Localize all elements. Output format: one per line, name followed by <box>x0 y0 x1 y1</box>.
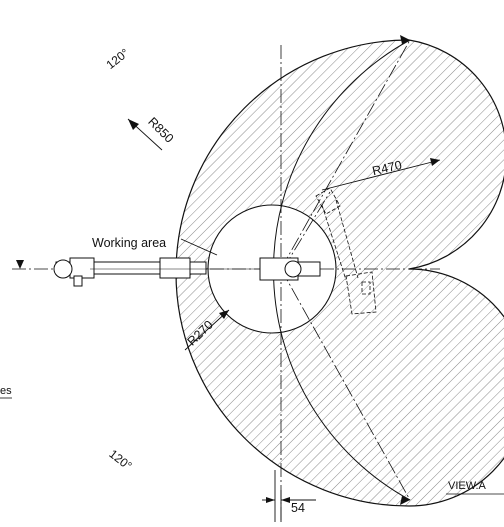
r850-arrow <box>128 119 139 130</box>
arrow-head-left <box>16 260 24 269</box>
view-label: VIEW.A <box>448 480 487 492</box>
dim-arrow-left <box>266 497 275 503</box>
working-area-label: Working area <box>92 236 166 250</box>
radius-label-r850: R850 <box>145 115 176 146</box>
arrow-head-bottom <box>400 496 410 505</box>
arrow-head-top <box>400 35 410 44</box>
robot-arm <box>53 257 321 287</box>
robot-arm-ghost <box>315 187 377 315</box>
dim-arrow-right <box>281 497 290 503</box>
dimension-label-54: 54 <box>291 501 305 515</box>
r270-arrow <box>219 310 229 319</box>
radius-label-r470: R470 <box>371 158 403 178</box>
angle-label-bottom: 120° <box>106 447 134 473</box>
r470-arrow <box>430 158 440 166</box>
angle-label-top: 120° <box>103 46 131 72</box>
working-area-region <box>175 39 504 507</box>
side-note-fragment: es <box>0 385 12 397</box>
